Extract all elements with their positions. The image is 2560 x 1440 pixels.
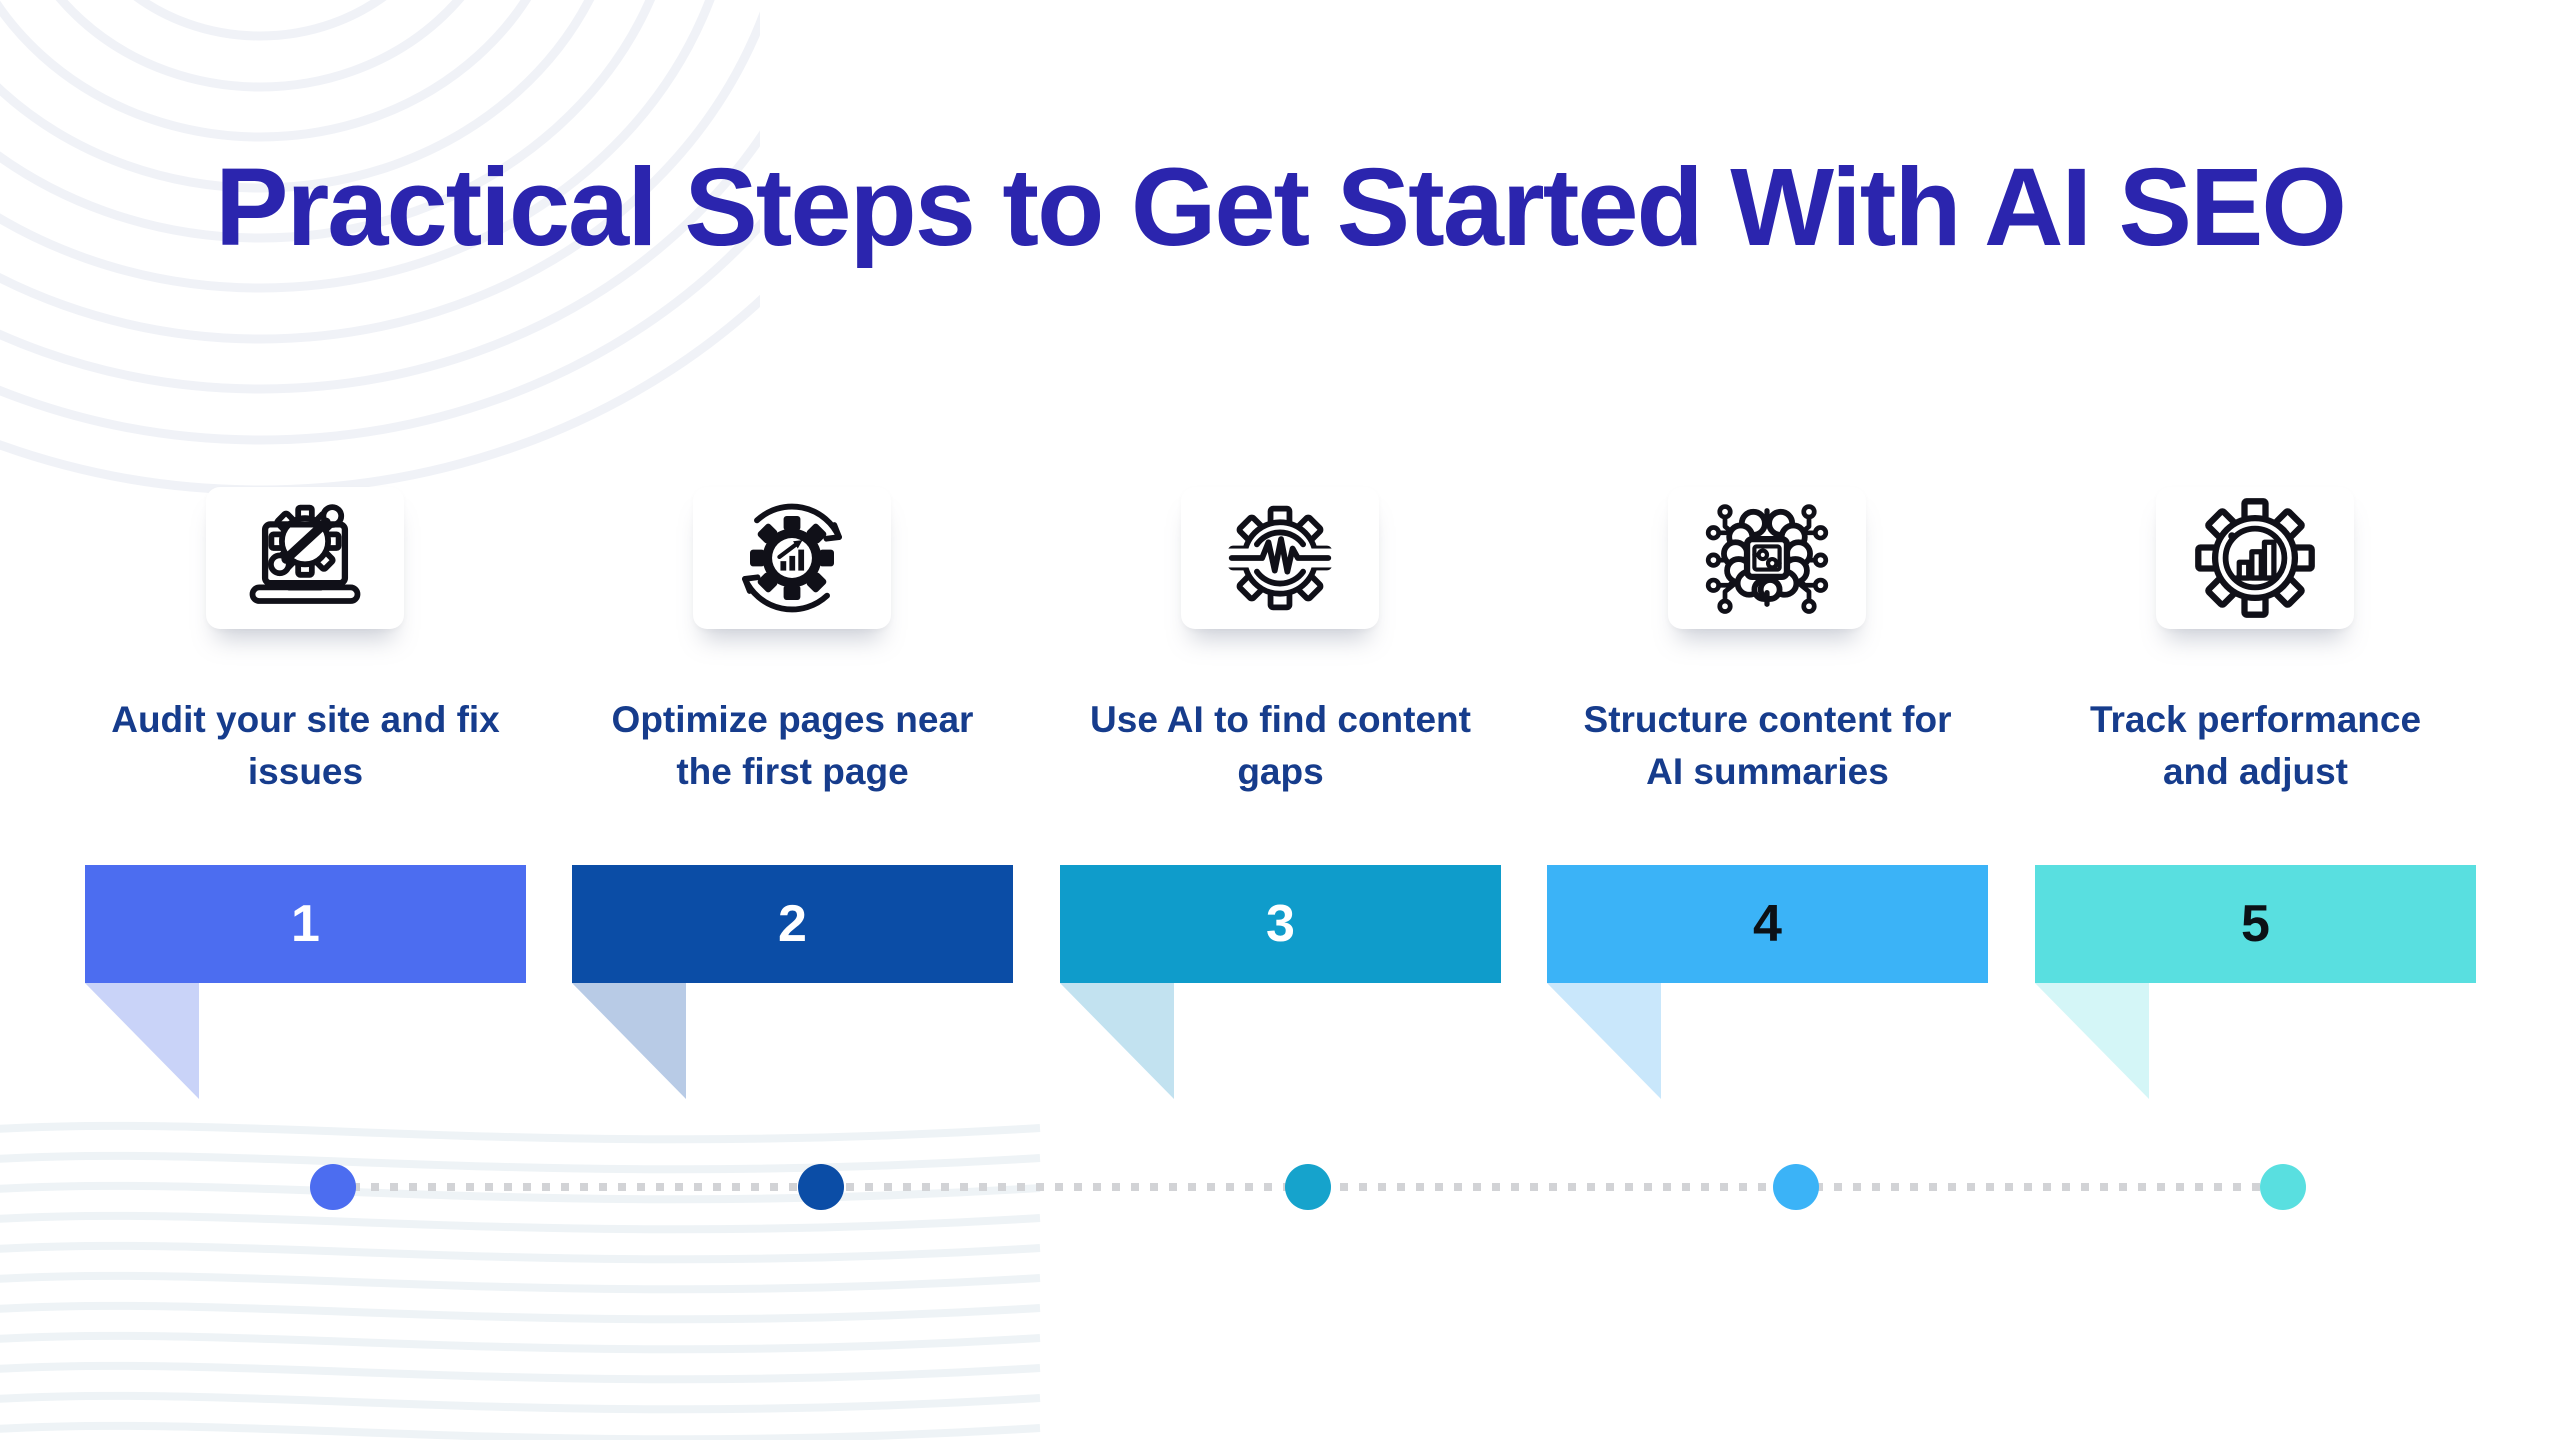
icon-card bbox=[206, 487, 404, 629]
step-number: 1 bbox=[291, 895, 320, 953]
step-label-line-1: Use AI to find content bbox=[1090, 699, 1471, 740]
timeline-dot-5 bbox=[2260, 1164, 2306, 1210]
step-label-line-1: Track performance bbox=[2089, 699, 2422, 740]
step-label-line-1: Optimize pages near bbox=[611, 699, 974, 740]
icon-card bbox=[693, 487, 891, 629]
step-banner: 5 bbox=[2035, 865, 2476, 983]
step-column-5: Track performance and adjust 5 bbox=[2035, 0, 2476, 1440]
step-label: Optimize pages near the first page bbox=[572, 694, 1013, 798]
step-banner: 3 bbox=[1060, 865, 1501, 983]
banner-tail bbox=[85, 983, 199, 1099]
step-banner: 1 bbox=[85, 865, 526, 983]
step-column-3: Use AI to find content gaps 3 bbox=[1060, 0, 1501, 1440]
laptop-wrench-gear-icon bbox=[249, 504, 361, 604]
timeline-dot-3 bbox=[1285, 1164, 1331, 1210]
step-label-line-2: and adjust bbox=[2162, 751, 2349, 792]
step-label: Audit your site and fix issues bbox=[85, 694, 526, 798]
step-number: 4 bbox=[1753, 895, 1782, 953]
step-number: 3 bbox=[1266, 895, 1295, 953]
banner-tail bbox=[572, 983, 686, 1099]
timeline-dot-4 bbox=[1773, 1164, 1819, 1210]
gear-bar-chart-icon bbox=[2195, 498, 2315, 618]
step-number: 2 bbox=[778, 895, 807, 953]
step-label-line-2: the first page bbox=[676, 751, 909, 792]
page-title: Practical Steps to Get Started With AI S… bbox=[215, 146, 2347, 269]
step-label-line-1: Structure content for bbox=[1583, 699, 1952, 740]
ai-brain-chip-icon bbox=[1705, 504, 1829, 614]
icon-card bbox=[1668, 487, 1866, 629]
banner-tail bbox=[1060, 983, 1174, 1099]
icon-card bbox=[1181, 487, 1379, 629]
step-label: Structure content for AI summaries bbox=[1547, 694, 1988, 798]
step-banner: 2 bbox=[572, 865, 1013, 983]
timeline-dot-2 bbox=[798, 1164, 844, 1210]
step-label-line-2: AI summaries bbox=[1646, 751, 1889, 792]
step-label-line-2: issues bbox=[247, 751, 364, 792]
icon-card bbox=[2156, 487, 2354, 629]
gear-refresh-chart-icon bbox=[742, 503, 842, 613]
step-label: Track performance and adjust bbox=[2035, 694, 2476, 798]
step-banner: 4 bbox=[1547, 865, 1988, 983]
gear-pulse-icon bbox=[1227, 505, 1333, 611]
step-column-2: Optimize pages near the first page 2 bbox=[572, 0, 1013, 1440]
timeline-dot-1 bbox=[310, 1164, 356, 1210]
banner-tail bbox=[2035, 983, 2149, 1099]
step-label: Use AI to find content gaps bbox=[1060, 694, 1501, 798]
step-label-line-1: Audit your site and fix bbox=[111, 699, 500, 740]
step-column-4: Structure content for AI summaries 4 bbox=[1547, 0, 1988, 1440]
step-label-line-2: gaps bbox=[1237, 751, 1324, 792]
step-number: 5 bbox=[2241, 895, 2270, 953]
step-column-1: Audit your site and fix issues 1 bbox=[85, 0, 526, 1440]
banner-tail bbox=[1547, 983, 1661, 1099]
